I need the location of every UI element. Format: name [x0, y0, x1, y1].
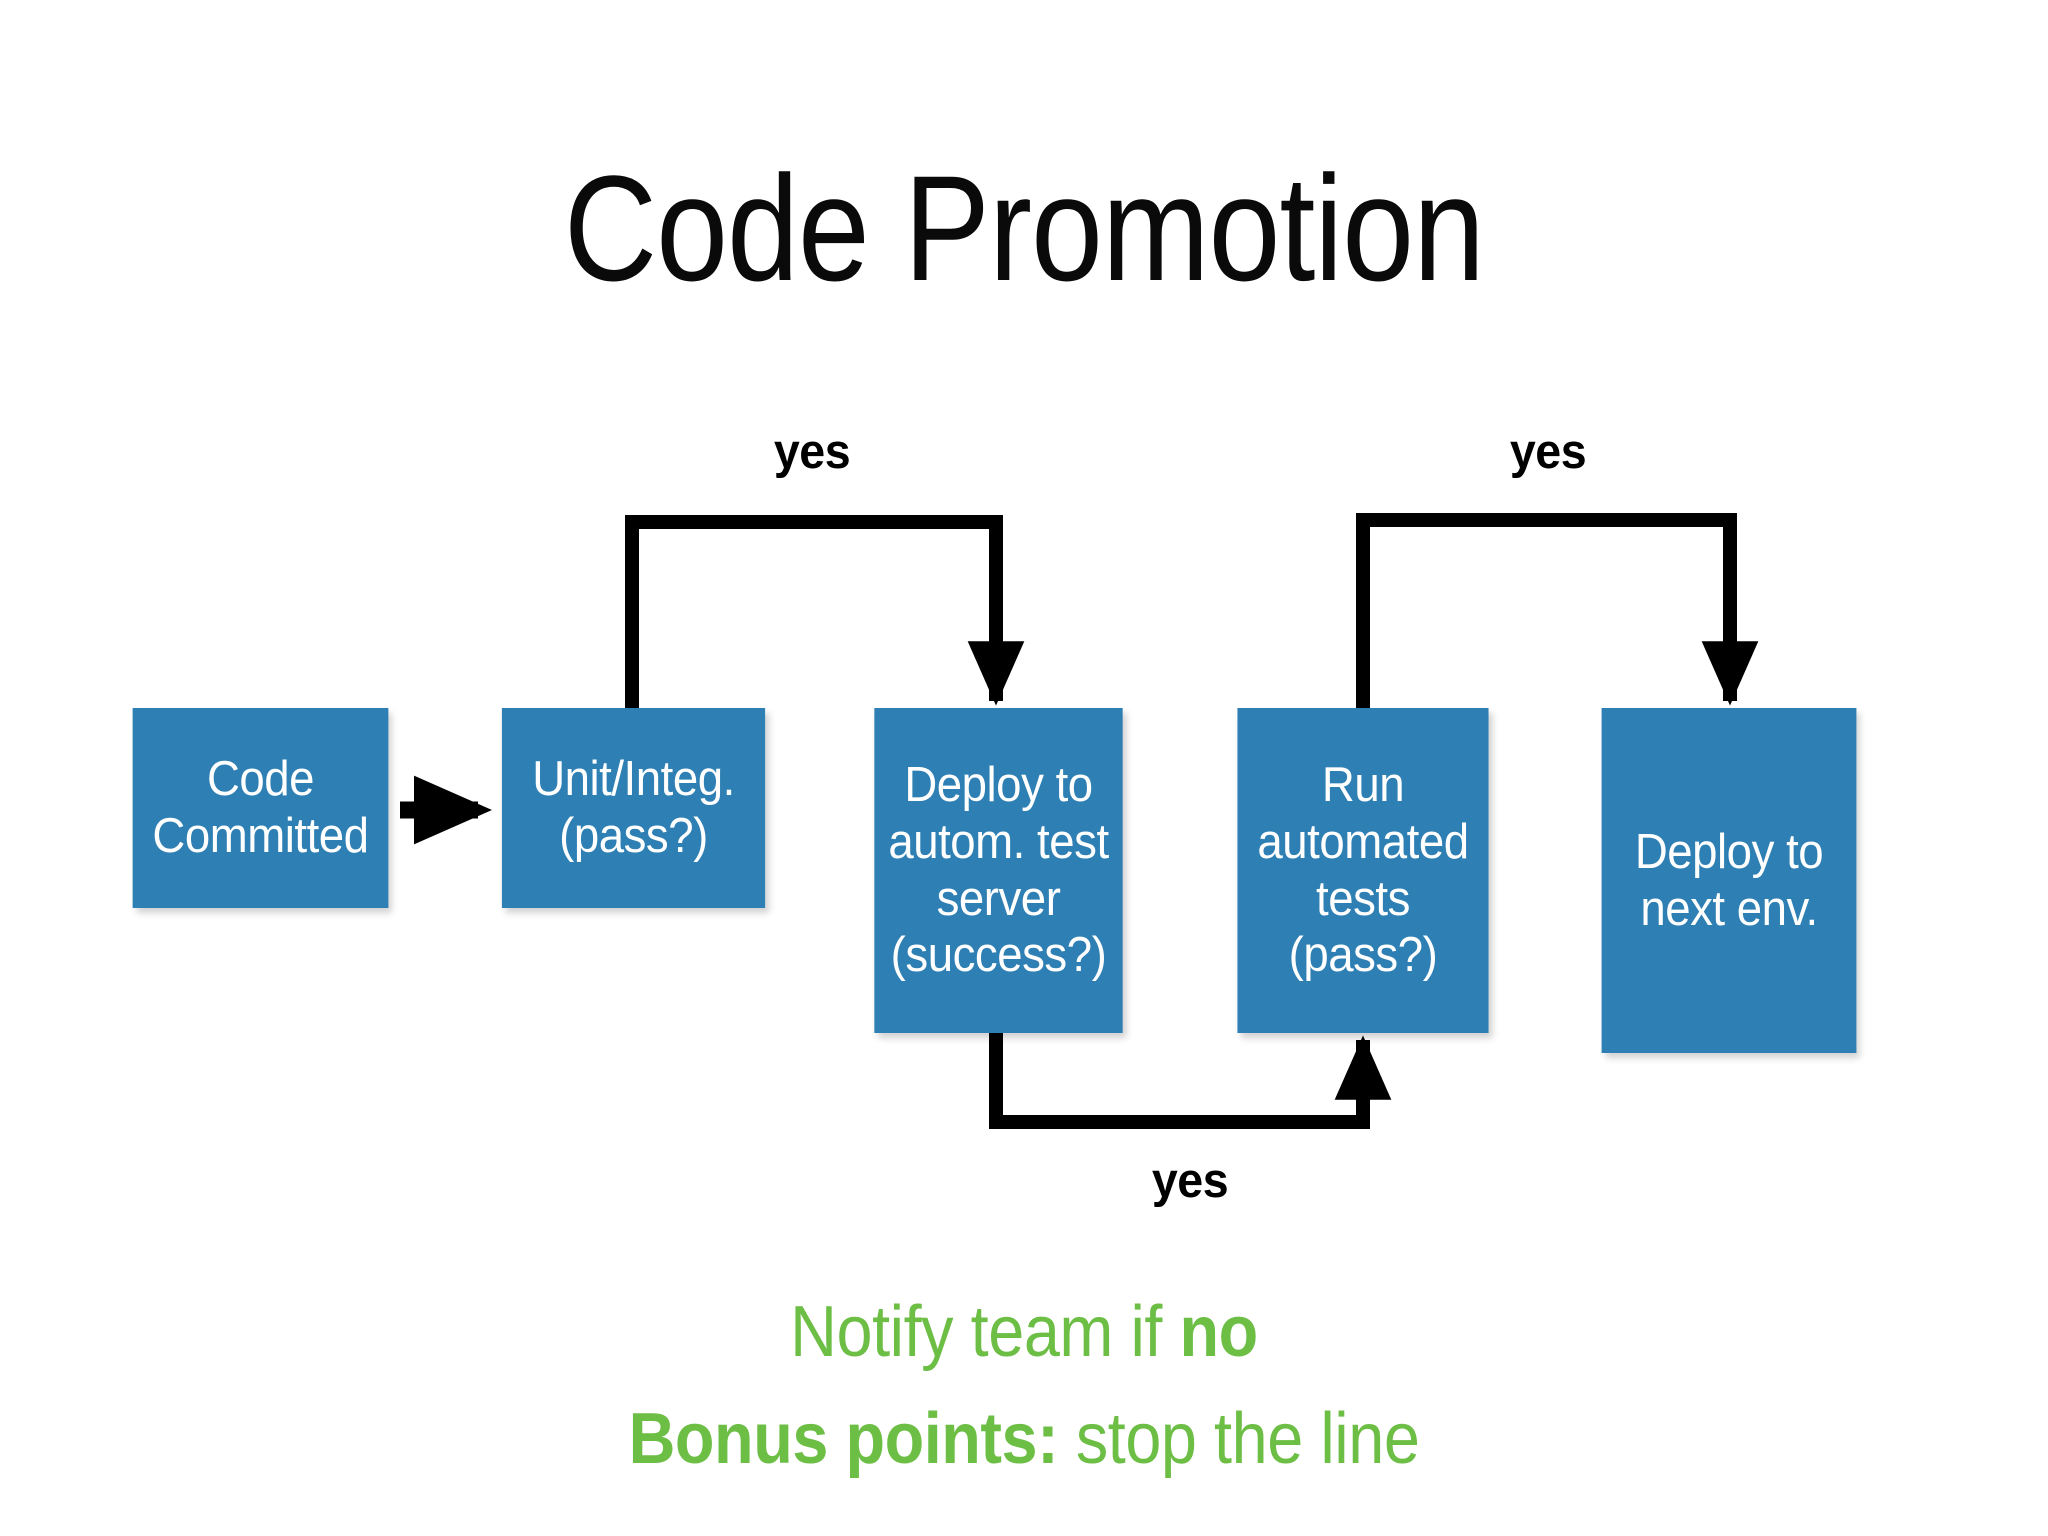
footnote-notify-team: Notify team if no — [102, 1292, 1945, 1372]
footnote-emphasis: no — [1179, 1292, 1259, 1372]
footnote-emphasis: Bonus points: — [628, 1399, 1059, 1479]
process-node-deploy-next-env[interactable]: Deploy to next env. — [1601, 708, 1857, 1053]
footnote-prefix: Notify team if — [790, 1292, 1180, 1372]
node-label: Run automated tests (pass?) — [1257, 757, 1469, 983]
process-node-code-committed[interactable]: Code Committed — [132, 708, 389, 908]
edge-label-yes-deploy-test-to-run: yes — [1151, 1154, 1229, 1208]
page-title: Code Promotion — [563, 144, 1485, 312]
node-label: Code Committed — [152, 752, 369, 863]
process-node-unit-integ[interactable]: Unit/Integ. (pass?) — [501, 708, 766, 908]
process-node-deploy-test[interactable]: Deploy to autom. test server (success?) — [874, 708, 1123, 1033]
node-label: Deploy to next env. — [1634, 824, 1824, 936]
edge-unit-to-deploy-test — [625, 515, 1025, 715]
process-node-run-tests[interactable]: Run automated tests (pass?) — [1237, 708, 1489, 1033]
footnote-bonus-points: Bonus points: stop the line — [102, 1399, 1945, 1479]
edge-deploy-test-to-run — [989, 1026, 1392, 1129]
node-label: Unit/Integ. (pass?) — [532, 752, 735, 863]
edge-label-yes-run-to-deploy-next: yes — [1509, 425, 1587, 479]
edge-run-to-deploy-next — [1356, 513, 1759, 715]
node-label: Deploy to autom. test server (success?) — [888, 757, 1109, 983]
edge-label-yes-unit-to-deploy: yes — [773, 425, 851, 479]
footnote-suffix: stop the line — [1058, 1399, 1420, 1479]
